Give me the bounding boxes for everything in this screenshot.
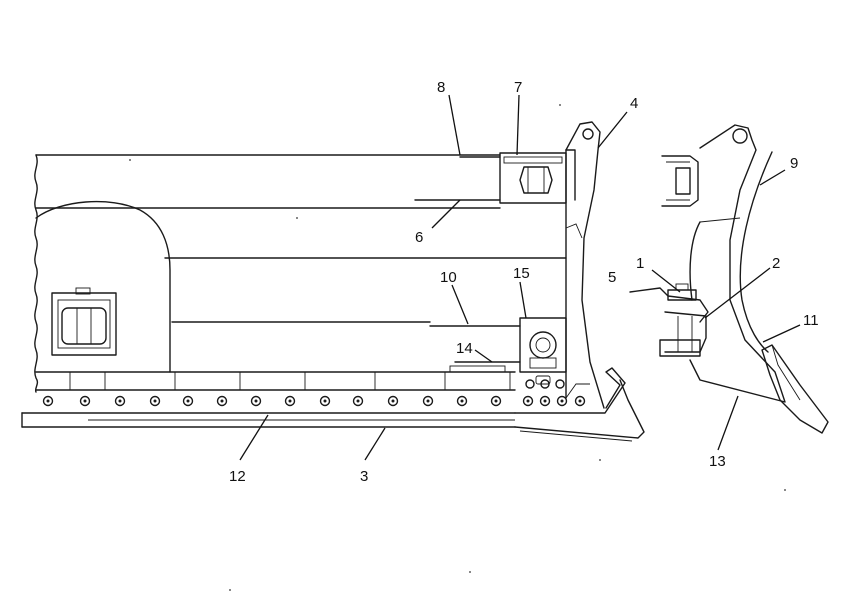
blade-body: [21, 154, 567, 428]
bolt: [352, 395, 364, 407]
bolt: [456, 395, 468, 407]
bolt: [79, 395, 91, 407]
label-3: 3: [360, 468, 368, 485]
label-10: 10: [440, 269, 457, 286]
bolt: [149, 395, 161, 407]
bolt-center: [494, 399, 498, 403]
detail-assembly: [629, 124, 829, 434]
bolt: [114, 395, 126, 407]
bolt: [216, 395, 228, 407]
bolt-center: [460, 399, 464, 403]
label-6: 6: [415, 229, 423, 246]
label-14: 14: [456, 340, 473, 357]
bolt: [539, 395, 551, 407]
bolt: [555, 379, 565, 389]
end-bit: [514, 367, 645, 442]
lower-trunnion: [429, 317, 567, 385]
bolt: [490, 395, 502, 407]
bolt-center: [323, 399, 327, 403]
label-5: 5: [608, 269, 616, 286]
end-plate-left: [35, 200, 171, 373]
bolt-center: [254, 399, 258, 403]
cutting-edge-bolts: [42, 379, 586, 407]
bolt: [574, 395, 586, 407]
bolt-center: [118, 399, 122, 403]
label-13: 13: [709, 453, 726, 470]
bolt-center: [186, 399, 190, 403]
bolt-center: [426, 399, 430, 403]
bolt-center: [356, 399, 360, 403]
leader-lines: [239, 94, 801, 461]
bolt: [387, 395, 399, 407]
bolt: [182, 395, 194, 407]
label-9: 9: [790, 155, 798, 172]
scan-dots: [129, 104, 786, 591]
part-labels: 8 7 4 6 9 10 15 14 1 5 2 11 12 3 13: [229, 79, 819, 485]
bolt: [42, 395, 54, 407]
bolt-center: [578, 399, 582, 403]
bolt: [422, 395, 434, 407]
label-7: 7: [514, 79, 522, 96]
label-12: 12: [229, 468, 246, 485]
bolt: [319, 395, 331, 407]
bolt-center: [153, 399, 157, 403]
bolt: [525, 379, 535, 389]
bolt: [250, 395, 262, 407]
bolt-center: [560, 399, 564, 403]
label-15: 15: [513, 265, 530, 282]
bolt: [556, 395, 568, 407]
bolt: [284, 395, 296, 407]
label-2: 2: [772, 255, 780, 272]
label-11: 11: [803, 312, 819, 329]
bolt-center: [391, 399, 395, 403]
bolt-center: [46, 399, 50, 403]
side-plate: [565, 121, 605, 409]
bolt-center: [543, 399, 547, 403]
bolt: [522, 395, 534, 407]
bolt-center: [526, 399, 530, 403]
upper-trunnion: [414, 152, 567, 204]
label-4: 4: [630, 95, 638, 112]
label-8: 8: [437, 79, 445, 96]
bolt-center: [288, 399, 292, 403]
bolt-center: [83, 399, 87, 403]
bolt-center: [220, 399, 224, 403]
label-1: 1: [636, 255, 644, 272]
